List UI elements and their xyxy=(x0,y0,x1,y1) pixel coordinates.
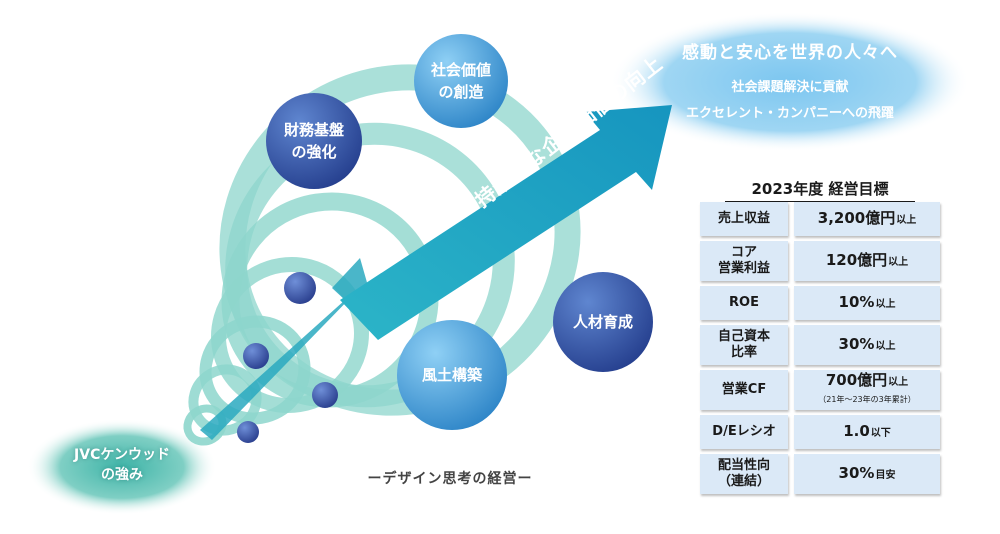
target-value-suffix: 以上 xyxy=(888,256,909,268)
targets-title-underline xyxy=(725,201,915,202)
target-label: 営業CF xyxy=(700,370,788,410)
target-label: 配当性向（連結） xyxy=(700,454,788,494)
target-value-main: 30%以上 xyxy=(838,334,896,353)
bubble-hr xyxy=(553,272,653,372)
targets-title-text: 2023年度 経営目標 xyxy=(751,180,889,198)
target-value-main: 10%以上 xyxy=(838,292,896,311)
vision-title: 感動と安心を世界の人々へ xyxy=(682,43,898,63)
bubble-financial xyxy=(266,93,362,189)
vision-line-2: エクセレント・カンパニーへの飛躍 xyxy=(685,106,894,121)
target-value-main: 3,200億円以上 xyxy=(817,208,917,227)
target-value-suffix: 以上 xyxy=(888,377,909,388)
strength-label: JVCケンウッド の強み xyxy=(42,445,202,485)
vision-line-1: 社会課題解決に貢献 xyxy=(731,80,849,95)
funnel-balls xyxy=(237,272,338,443)
target-row: D/Eレシオ 1.0以下 xyxy=(700,415,940,449)
target-row: 営業CF 700億円以上 （21年〜23年の3年累計） xyxy=(700,370,940,410)
bubble-social-value-line-1: 社会価値 xyxy=(430,61,491,79)
bubble-label-social-value: 社会価値 の創造 xyxy=(411,59,511,103)
target-value: 10%以上 xyxy=(794,286,940,320)
target-value-note: （21年〜23年の3年累計） xyxy=(818,395,916,404)
target-row: 自己資本比率 30%以上 xyxy=(700,325,940,365)
target-value: 700億円以上 （21年〜23年の3年累計） xyxy=(794,370,940,410)
target-row: ROE 10%以上 xyxy=(700,286,940,320)
bubble-financial-line-2: の強化 xyxy=(291,143,337,161)
target-value: 1.0以下 xyxy=(794,415,940,449)
target-row: コア営業利益 120億円以上 xyxy=(700,241,940,281)
strength-line-1: JVCケンウッド xyxy=(74,447,170,463)
target-row: 売上収益 3,200億円以上 xyxy=(700,202,940,236)
target-value: 30%以上 xyxy=(794,325,940,365)
target-label: 売上収益 xyxy=(700,202,788,236)
bubble-label-hr: 人材育成 xyxy=(572,313,633,331)
target-label: D/Eレシオ xyxy=(700,415,788,449)
target-value-suffix: 以下 xyxy=(870,427,891,439)
strength-line-2: の強み xyxy=(101,467,143,483)
target-value: 30%目安 xyxy=(794,454,940,494)
main-arrow xyxy=(340,105,672,340)
target-value-suffix: 以上 xyxy=(875,340,896,352)
target-row: 配当性向（連結） 30%目安 xyxy=(700,454,940,494)
strength-glow xyxy=(27,419,217,515)
target-value: 3,200億円以上 xyxy=(794,202,940,236)
vision-cloud xyxy=(610,12,970,152)
targets-title: 2023年度 経営目標 xyxy=(700,178,940,202)
target-value-main: 120億円以上 xyxy=(825,250,909,269)
target-label: コア営業利益 xyxy=(700,241,788,281)
inner-arrow xyxy=(200,258,372,440)
bubble-label-culture: 風土構築 xyxy=(421,366,482,384)
bubble-social-value-line-2: の創造 xyxy=(438,83,484,101)
bubble-culture xyxy=(397,320,507,430)
bubble-social-value xyxy=(414,34,508,128)
target-value-suffix: 以上 xyxy=(875,298,896,310)
target-value: 120億円以上 xyxy=(794,241,940,281)
targets-table: 売上収益 3,200億円以上コア営業利益 120億円以上 ROE 10%以上自己資本比率… xyxy=(700,202,940,499)
target-label: ROE xyxy=(700,286,788,320)
target-label: 自己資本比率 xyxy=(700,325,788,365)
diagram-caption: ーデザイン思考の経営ー xyxy=(367,471,533,487)
target-value-suffix: 目安 xyxy=(875,469,896,481)
target-value-main: 30%目安 xyxy=(838,463,896,482)
bubble-label-financial: 財務基盤 の強化 xyxy=(264,119,364,163)
bubble-financial-line-1: 財務基盤 xyxy=(283,121,344,139)
target-value-suffix: 以上 xyxy=(896,214,917,226)
target-value-main: 700億円以上 xyxy=(825,371,909,389)
target-value-main: 1.0以下 xyxy=(843,421,891,440)
